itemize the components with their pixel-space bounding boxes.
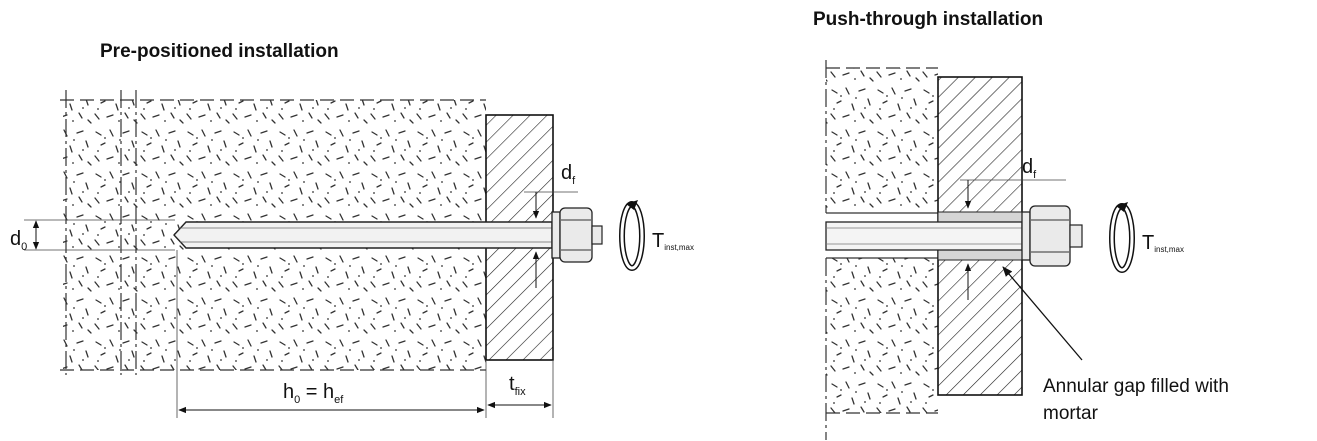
right-df-dimension [960,179,1066,300]
left-df-dimension [524,191,578,288]
right-note-line2: mortar [1043,403,1099,424]
right-torque-label: Tinst,max [1142,232,1184,254]
left-d0-label: d0 [10,228,27,253]
left-torque-label: Tinst,max [652,230,694,252]
left-h-dimension [176,250,554,418]
right-torque-icon [1109,202,1135,273]
left-torque-icon [619,200,645,271]
right-note-line1: Annular gap filled with [1043,376,1229,397]
left-anchor-rod [173,207,603,263]
left-d0-dimension [24,219,175,251]
left-h-label: h0 = hef [283,381,344,406]
left-tfix-label: tfix [509,373,526,398]
right-concrete-base [825,60,938,440]
right-df-label: df [1022,156,1037,181]
right-anchor-rod [825,205,1083,267]
left-title: Pre-positioned installation [100,41,339,62]
left-df-label: df [561,162,576,187]
right-leader-arrow [1002,266,1083,361]
right-title: Push-through installation [813,9,1043,30]
